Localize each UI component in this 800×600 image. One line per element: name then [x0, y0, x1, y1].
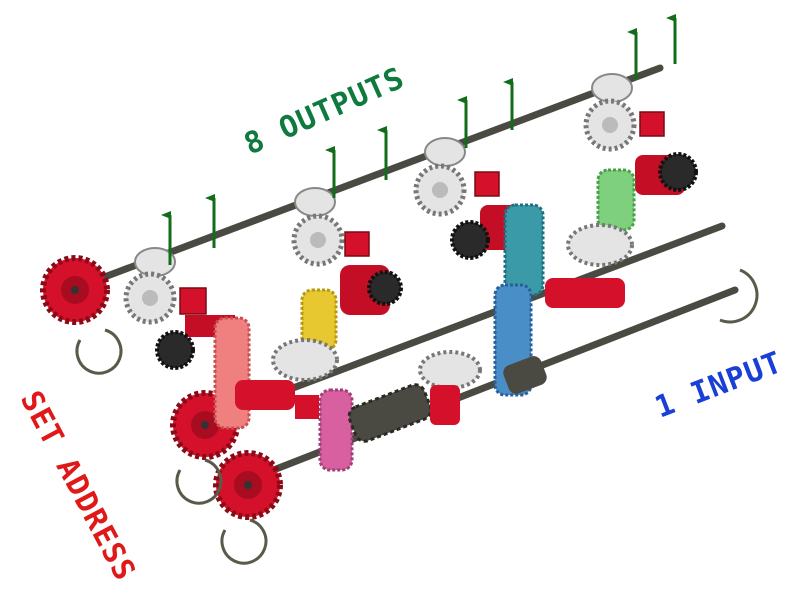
rotation-arc-top	[75, 328, 123, 375]
output-station-2	[291, 187, 403, 315]
middle-axle-hardware	[235, 223, 634, 419]
top-axle-red-gear	[40, 255, 110, 325]
bottom-axle-red-gear	[213, 450, 283, 520]
rotation-arc-middle	[175, 458, 223, 505]
rotation-arc-bottom	[220, 518, 268, 565]
magenta-gear-stack	[318, 388, 354, 472]
pink-gear-stack	[213, 316, 251, 430]
output-station-1	[123, 247, 235, 370]
bottom-axle	[231, 286, 739, 489]
outputs-label: 8 OUTPUTS	[239, 61, 410, 163]
rotation-arcs	[75, 268, 759, 565]
green-gear-stack	[596, 168, 636, 232]
bottom-axle-hardware	[347, 350, 547, 443]
teal-gear-stack	[503, 203, 545, 297]
address-label: SET ADDRESS	[13, 385, 142, 587]
output-arrows	[161, 14, 677, 265]
input-label: 1 INPUT	[650, 345, 787, 425]
output-station-4	[583, 73, 698, 195]
rotation-arc-input	[719, 268, 759, 324]
